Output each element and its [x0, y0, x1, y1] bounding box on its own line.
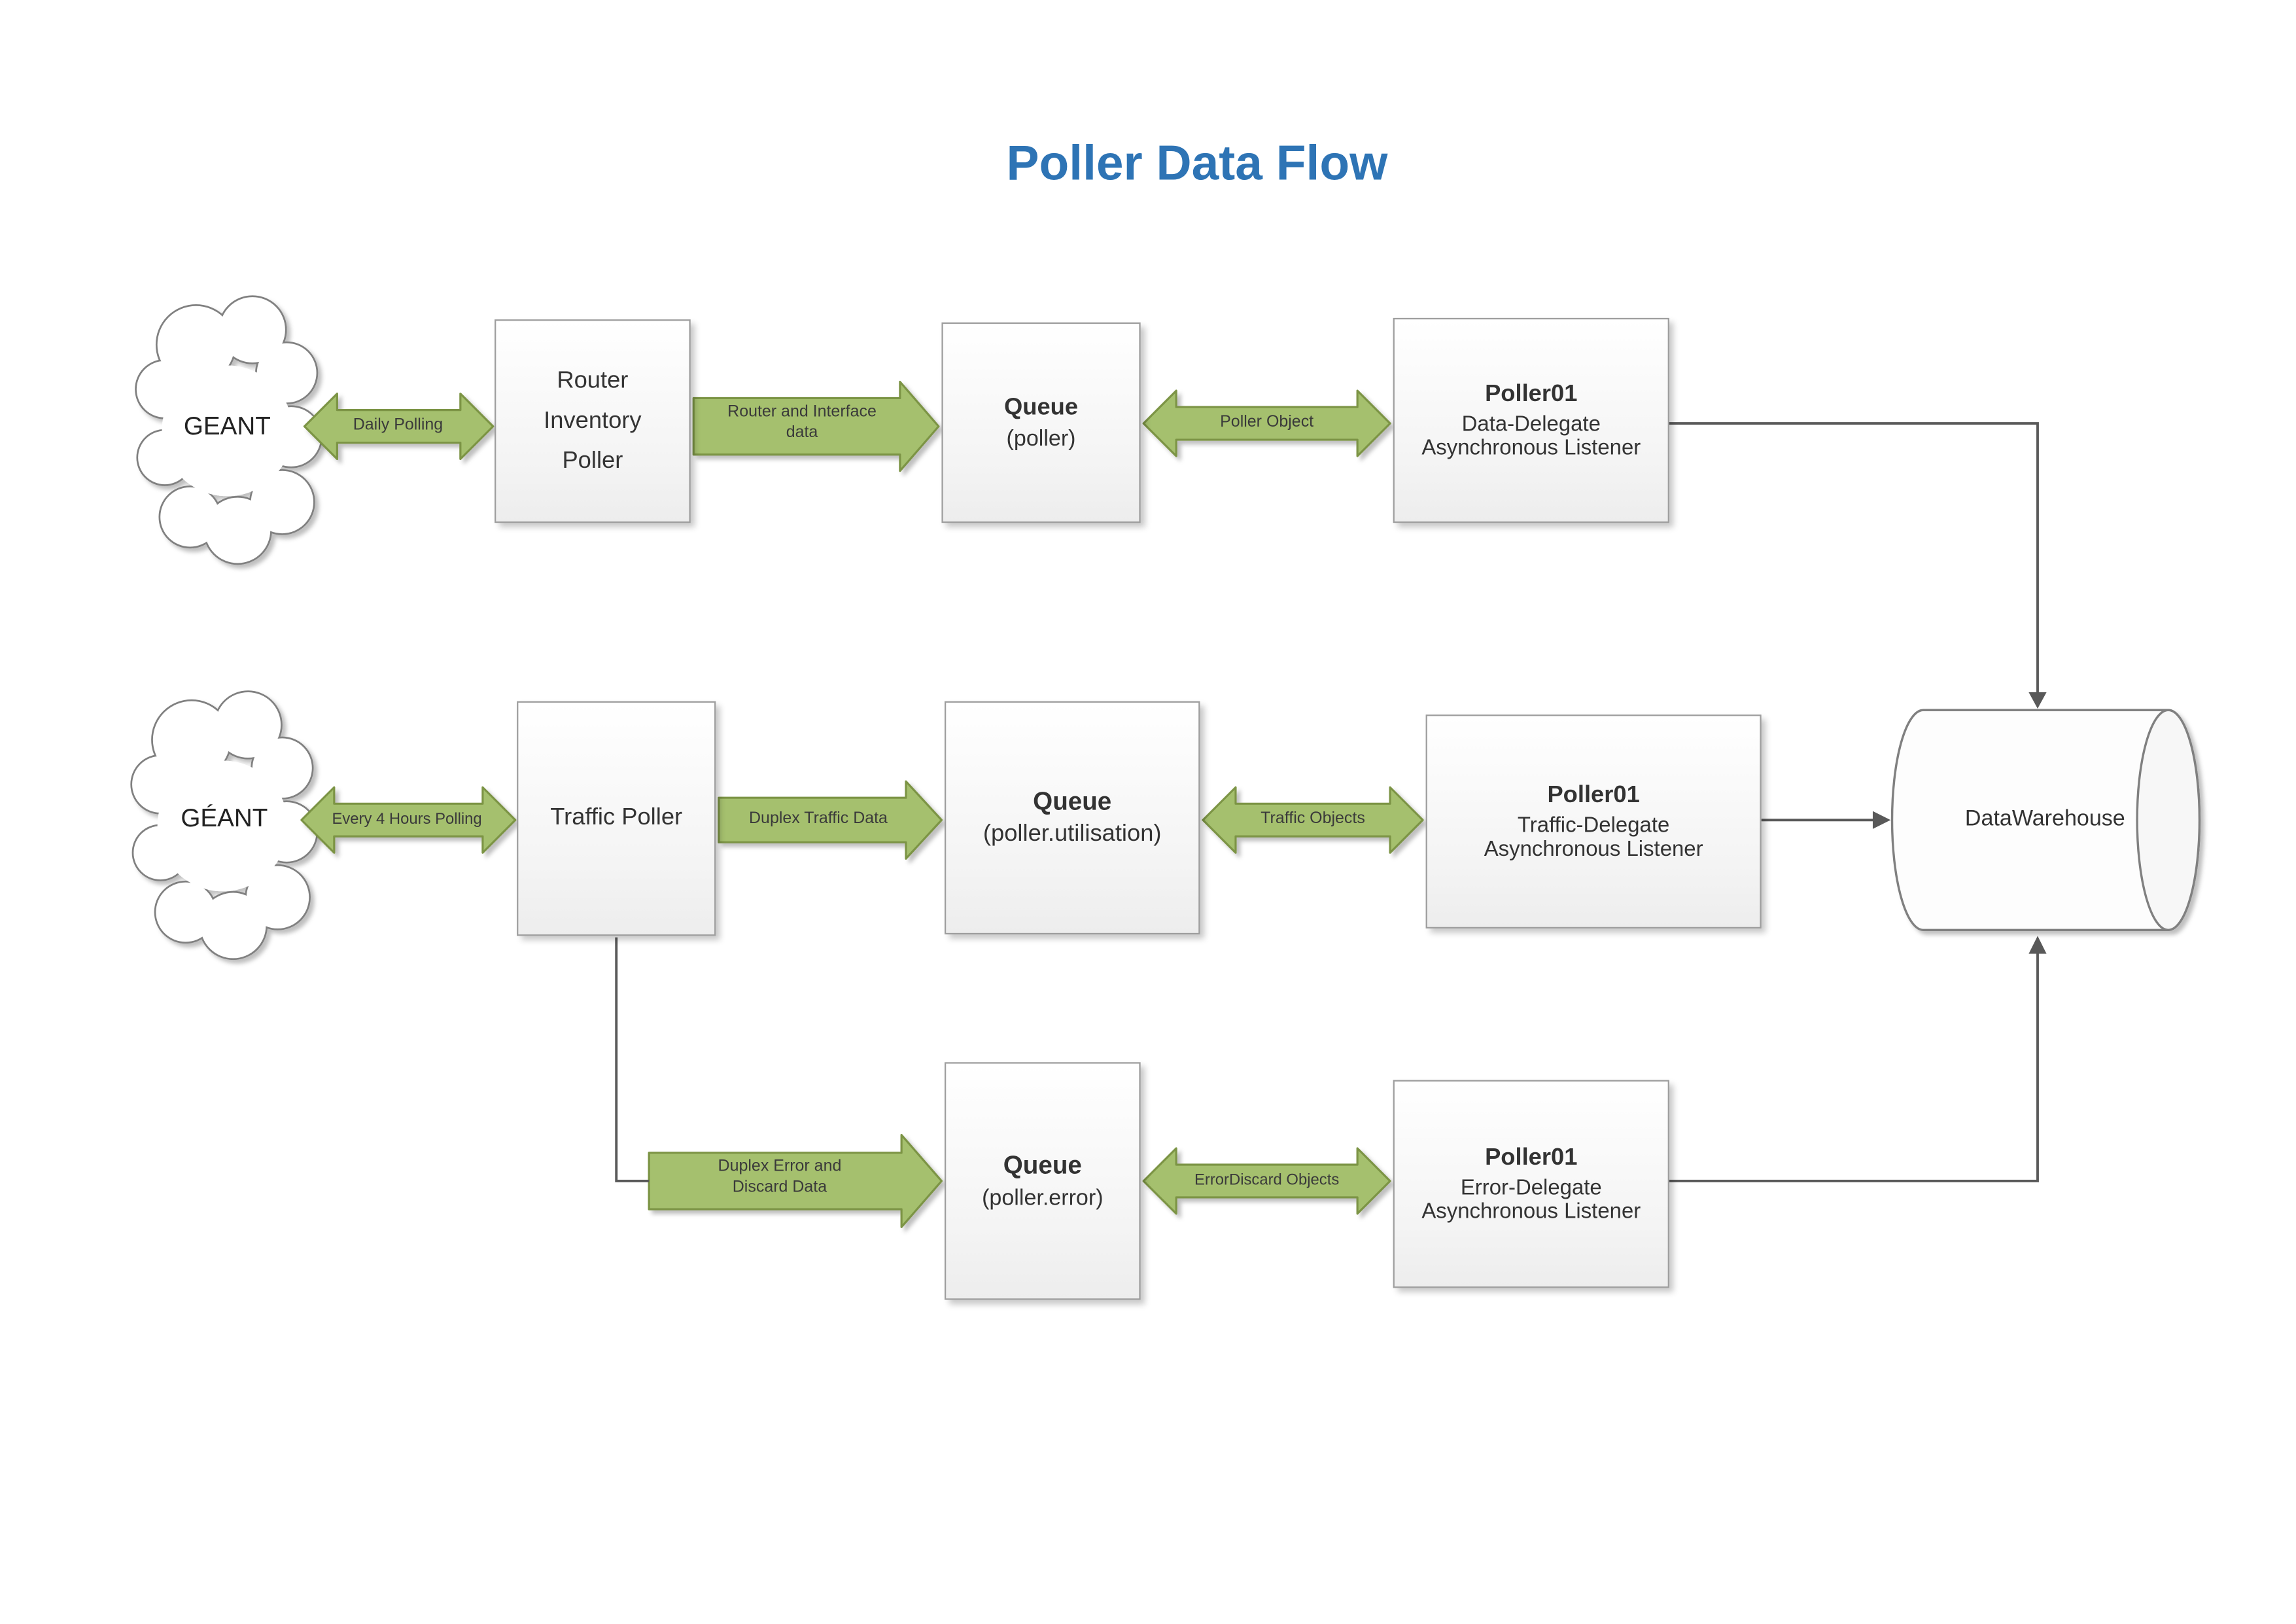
- router-inventory-poller-label: Router Inventory Poller: [544, 368, 642, 474]
- poller01-data-delegate-title: Poller01: [1485, 381, 1578, 406]
- poller01-error-delegate-subtitle: Error-Delegate Asynchronous Listener: [1421, 1176, 1641, 1224]
- daily-polling-arrow-label: Daily Polling: [353, 415, 444, 434]
- connector-data-listener-to-dw: [1669, 422, 2039, 694]
- errordiscard-objects-arrow-label: ErrorDiscard Objects: [1194, 1171, 1340, 1190]
- poller01-error-delegate-title: Poller01: [1485, 1144, 1578, 1170]
- queue-poller-subtitle: (poller): [1006, 425, 1076, 451]
- queue-poller-title: Queue: [1004, 394, 1079, 420]
- poller01-traffic-delegate-box: Poller01 Traffic-Delegate Asynchronous L…: [1425, 715, 1762, 928]
- poller01-data-delegate-subtitle: Data-Delegate Asynchronous Listener: [1421, 412, 1641, 460]
- traffic-poller-box: Traffic Poller: [517, 701, 716, 936]
- router-interface-data-arrow: [692, 380, 940, 472]
- queue-poller-error-box: Queue (poller.error): [944, 1062, 1141, 1300]
- connector-error-listener-to-dw: [1669, 952, 2039, 1182]
- router-interface-data-arrow-label: Router and Interface data: [727, 402, 877, 442]
- datawarehouse-label: DataWarehouse: [1964, 805, 2125, 832]
- queue-poller-error-title: Queue: [1003, 1151, 1082, 1180]
- cloud-shape-geant: [135, 295, 323, 565]
- router-inventory-poller-box: Router Inventory Poller: [495, 319, 691, 523]
- queue-poller-box: Queue (poller): [941, 322, 1141, 523]
- duplex-traffic-data-arrow: [718, 780, 943, 860]
- queue-poller-utilisation-subtitle: (poller.utilisation): [983, 821, 1162, 847]
- datawarehouse-cylinder: [1890, 709, 2201, 931]
- cloud-label-geant: GEANT: [183, 412, 271, 440]
- cloud-shape-geant-2: [130, 690, 319, 961]
- arrowhead-down-icon: [2028, 692, 2047, 709]
- poller-object-arrow-label: Poller Object: [1220, 413, 1314, 431]
- errordiscard-objects-arrow: [1142, 1147, 1391, 1215]
- queue-poller-utilisation-title: Queue: [1033, 787, 1112, 816]
- traffic-objects-arrow-label: Traffic Objects: [1261, 809, 1365, 828]
- queue-poller-utilisation-box: Queue (poller.utilisation): [944, 701, 1200, 935]
- arrowhead-right-icon: [1872, 811, 1891, 829]
- page-title: Poller Data Flow: [1006, 135, 1388, 190]
- queue-poller-error-subtitle: (poller.error): [982, 1185, 1104, 1211]
- poller01-traffic-delegate-subtitle: Traffic-Delegate Asynchronous Listener: [1484, 813, 1703, 861]
- poller01-error-delegate-box: Poller01 Error-Delegate Asynchronous Lis…: [1393, 1080, 1669, 1288]
- traffic-objects-arrow: [1202, 786, 1424, 854]
- cloud-label-geant-2: GÉANT: [181, 804, 268, 833]
- poller01-data-delegate-box: Poller01 Data-Delegate Asynchronous List…: [1393, 317, 1669, 523]
- connector-traffic-poller-to-error-arrow: [615, 937, 650, 1182]
- traffic-poller-label: Traffic Poller: [550, 805, 683, 831]
- daily-polling-arrow: [303, 393, 495, 461]
- poller01-traffic-delegate-title: Poller01: [1547, 782, 1640, 807]
- arrowhead-up-icon: [2028, 936, 2047, 954]
- every-4-hours-polling-arrow-label: Every 4 Hours Polling: [332, 810, 482, 828]
- duplex-traffic-data-arrow-label: Duplex Traffic Data: [749, 809, 888, 828]
- poller-object-arrow: [1142, 389, 1391, 457]
- duplex-error-discard-arrow-label: Duplex Error and Discard Data: [718, 1157, 842, 1196]
- every-4-hours-polling-arrow: [300, 786, 517, 854]
- duplex-error-discard-arrow: [648, 1133, 943, 1228]
